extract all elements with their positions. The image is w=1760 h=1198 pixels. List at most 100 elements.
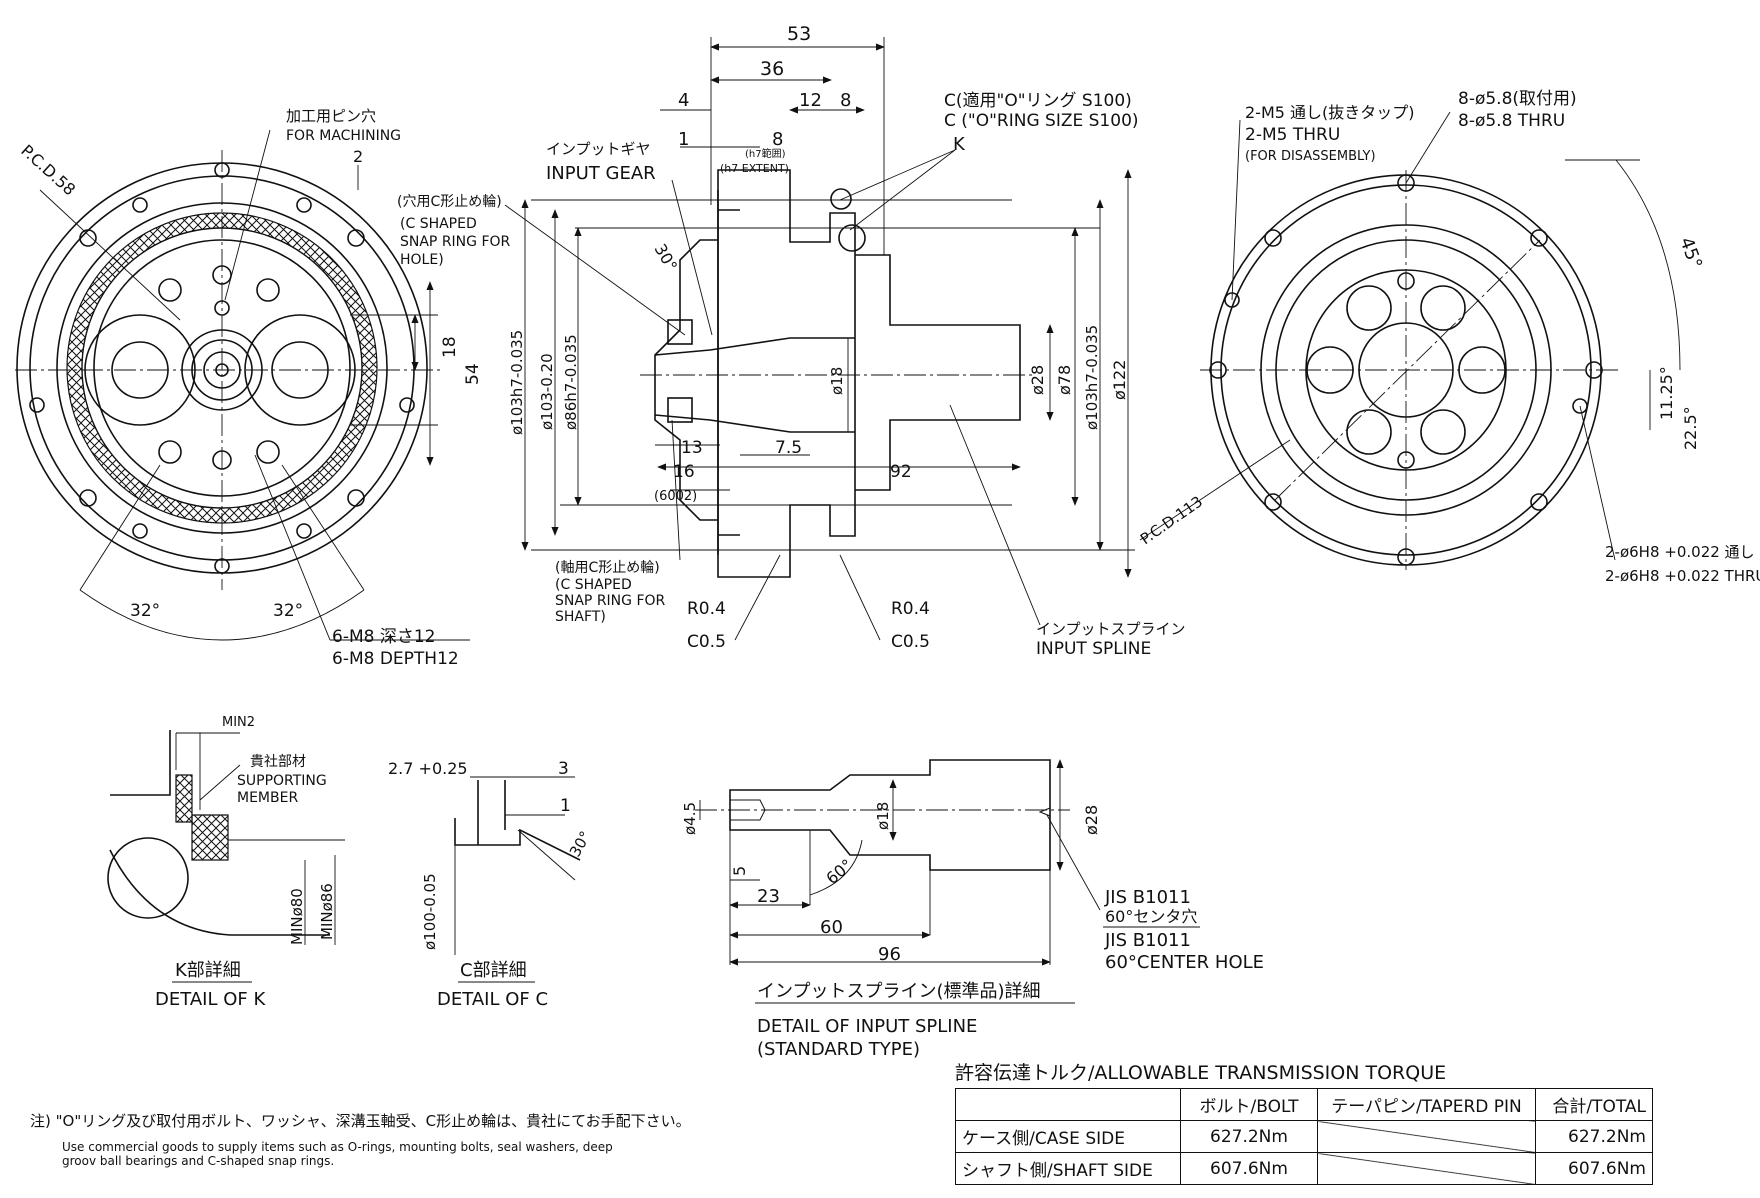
dim-4: 4 (678, 90, 689, 111)
input-gear-jp: インプットギヤ (546, 140, 651, 158)
snap-shaft-en2: SNAP RING FOR (555, 593, 666, 609)
row-label: ケース側/CASE SIDE (955, 1120, 1181, 1153)
min80: MINø80 (288, 888, 306, 945)
dim-92: 92 (890, 462, 912, 482)
snap-hole-en2: SNAP RING FOR (400, 234, 511, 250)
detail-c: 2.7 +0.25 3 1 30° ø100-0.05 C部詳細 DETAIL … (388, 759, 595, 1010)
pcd58-label: P.C.D.58 (17, 141, 79, 199)
dim-36: 36 (760, 58, 784, 80)
detail-c-en: DETAIL OF C (437, 989, 548, 1010)
spline-en: INPUT SPLINE (1036, 639, 1151, 659)
snap-shaft-jp: (軸用C形止め輪) (555, 559, 660, 576)
c05-left: C0.5 (687, 632, 726, 652)
snap-shaft-en1: (C SHAPED (555, 577, 632, 593)
support-jp: 貴社部材 (250, 754, 306, 770)
row-pin-empty (1317, 1120, 1536, 1153)
table-header-row: ボルト/BOLT テーパピン/TAPERD PIN 合計/TOTAL (955, 1088, 1653, 1121)
rear-view: 2-M5 通し(抜きタップ) 2-M5 THRU (FOR DISASSEMBL… (1137, 89, 1760, 585)
dim-23: 23 (757, 886, 780, 907)
pin-jp: 2-ø6H8 +0.022 通し (1605, 543, 1755, 561)
d100: ø100-0.05 (421, 873, 439, 950)
detail-k: MIN2 貴社部材 SUPPORTING MEMBER MINø80 MINø8… (107, 715, 345, 1010)
jis2-en: 60°CENTER HOLE (1105, 952, 1264, 973)
dim-54: 54 (463, 363, 483, 385)
dim-1: 1 (678, 129, 689, 150)
spline-detail-en1: DETAIL OF INPUT SPLINE (757, 1016, 977, 1037)
angle-30: 30° (651, 241, 682, 275)
pin-hole-en: FOR MACHINING (286, 128, 401, 144)
dim-5-spline: 5 (730, 866, 749, 876)
table-row: シャフト側/SHAFT SIDE 607.6Nm 607.6Nm (955, 1152, 1653, 1185)
table-header-blank (955, 1088, 1181, 1121)
angle-60: 60° (822, 855, 856, 888)
d18: ø18 (828, 367, 846, 395)
torque-table-title: 許容伝達トルク/ALLOWABLE TRANSMISSION TORQUE (955, 1062, 1447, 1084)
detail-c-jp: C部詳細 (460, 960, 527, 981)
detail-k-en: DETAIL OF K (155, 989, 266, 1010)
pcd113-label: P.C.D.113 (1137, 492, 1206, 548)
support-en1: SUPPORTING (237, 773, 327, 789)
d28-spline: ø28 (1082, 805, 1101, 835)
row-total: 607.6Nm (1535, 1152, 1653, 1185)
row-label: シャフト側/SHAFT SIDE (955, 1152, 1181, 1185)
note-en: Use commercial goods to supply items suc… (62, 1140, 613, 1168)
d86h7: ø86h7-0.035 (562, 334, 580, 430)
h7-en: (h7 EXTENT) (720, 162, 789, 175)
bearing-label: (6002) (654, 489, 697, 504)
row-pin-empty (1317, 1152, 1536, 1185)
d103h7-r: ø103h7-0.035 (1083, 325, 1101, 430)
d103: ø103-0.20 (538, 353, 556, 430)
snap-hole-jp: (穴用C形止め輪) (397, 193, 502, 210)
d4-5: ø4.5 (681, 802, 699, 835)
min2: MIN2 (222, 715, 255, 730)
c05-right: C0.5 (891, 632, 930, 652)
oring-en: C ("O"RING SIZE S100) (944, 111, 1139, 131)
input-gear-en: INPUT GEAR (546, 163, 656, 184)
angle-11-25: 11.25° (1657, 366, 1676, 420)
snap-hole-en1: (C SHAPED (400, 216, 477, 232)
note-jp: 注) "O"リング及び取付用ボルト、ワッシャ、深溝玉軸受、C形止め輪は、貴社にて… (30, 1112, 691, 1130)
dim-53: 53 (787, 23, 811, 45)
angle-22-5: 22.5° (1681, 406, 1700, 450)
d78: ø78 (1055, 365, 1074, 395)
dim-18: 18 (440, 336, 460, 358)
row-bolt: 627.2Nm (1180, 1120, 1318, 1153)
snap-shaft-en3: SHAFT) (555, 609, 606, 625)
pin-hole-jp: 加工用ピン穴 (286, 107, 376, 125)
r04-right: R0.4 (891, 599, 930, 619)
dim-12: 12 (799, 90, 822, 111)
detail-spline: ø4.5 ø18 ø28 5 23 60° 60 96 JIS B1011 60… (681, 759, 1264, 1060)
oring-jp: C(適用"O"リング S100) (944, 91, 1132, 111)
dim-96: 96 (878, 944, 901, 965)
tap-en: 6-M8 DEPTH12 (332, 649, 459, 669)
detail-k-jp: K部詳細 (175, 960, 241, 981)
jis1: JIS B1011 (1104, 887, 1191, 908)
jis1-jp: 60°センタ穴 (1105, 907, 1197, 926)
angle-left: 32° (130, 601, 160, 621)
dim-8b: 8 (772, 129, 783, 150)
d28: ø28 (1028, 365, 1047, 395)
m5-note: (FOR DISASSEMBLY) (1245, 149, 1376, 164)
front-view: P.C.D.58 加工用ピン穴 FOR MACHINING 2 18 54 32… (15, 107, 483, 669)
angle-right: 32° (273, 601, 303, 621)
dim-3: 3 (558, 759, 569, 779)
r04-left: R0.4 (687, 599, 726, 619)
pin-en: 2-ø6H8 +0.022 THRU (1605, 567, 1760, 585)
dim-60: 60 (820, 917, 843, 938)
m5-en: 2-M5 THRU (1245, 125, 1340, 145)
spline-detail-jp: インプットスプライン(標準品)詳細 (757, 981, 1041, 1002)
table-row: ケース側/CASE SIDE 627.2Nm 627.2Nm (955, 1120, 1653, 1153)
m5-jp: 2-M5 通し(抜きタップ) (1245, 103, 1415, 122)
dim-2: 2 (353, 147, 363, 166)
snap-hole-en3: HOLE) (400, 252, 444, 268)
dim-7-5: 7.5 (775, 438, 802, 458)
jis2: JIS B1011 (1104, 930, 1191, 951)
row-total: 627.2Nm (1535, 1120, 1653, 1153)
row-bolt: 607.6Nm (1180, 1152, 1318, 1185)
hole8-en: 8-ø5.8 THRU (1458, 111, 1565, 131)
dim-1-c: 1 (560, 796, 571, 816)
min86: MINø86 (318, 883, 336, 940)
support-en2: MEMBER (237, 790, 298, 806)
tap-jp: 6-M8 深さ12 (332, 627, 435, 647)
